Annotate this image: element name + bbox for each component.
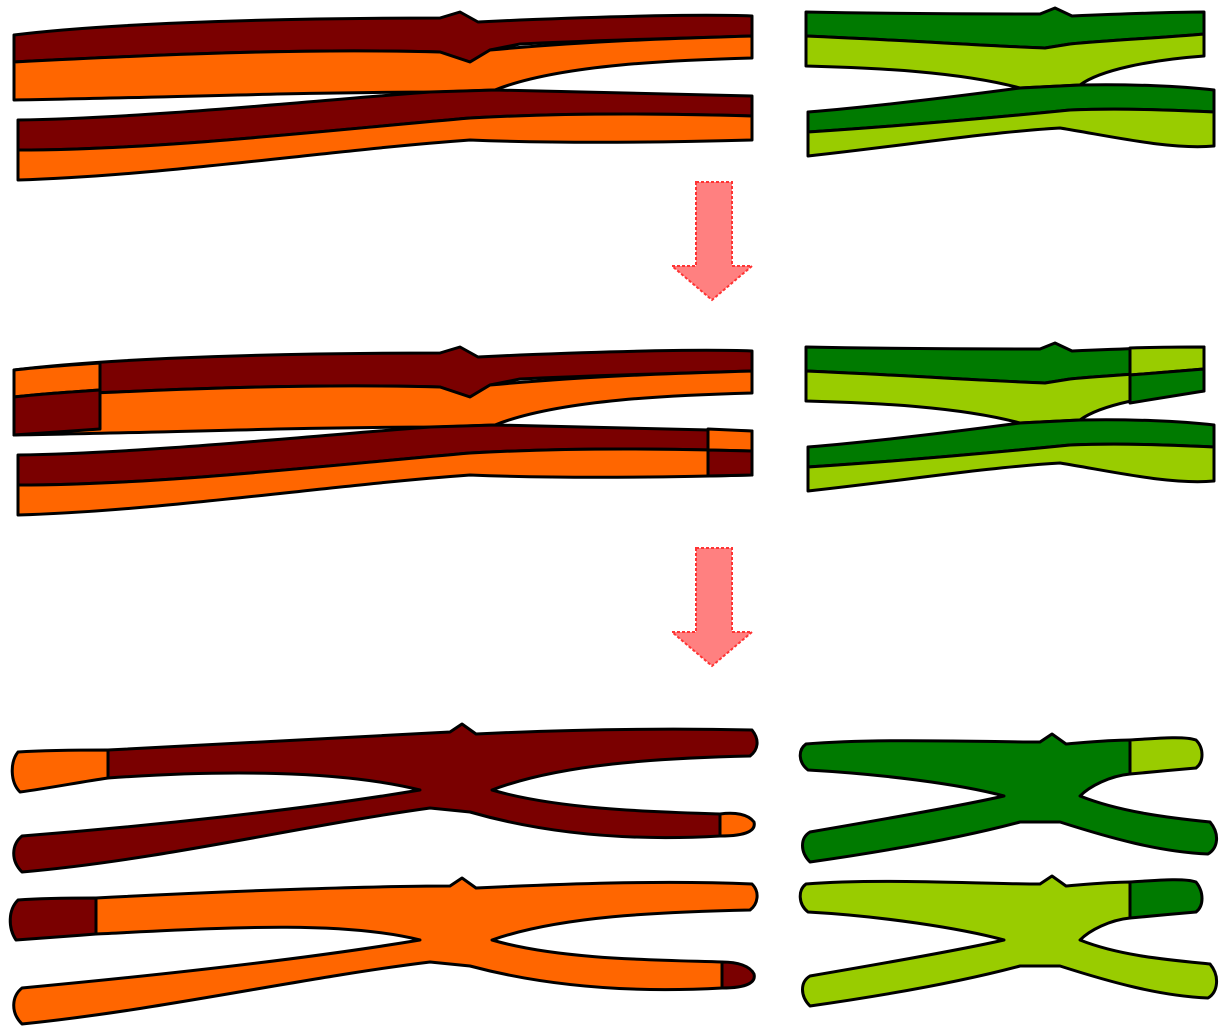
green-light-tip <box>1130 738 1202 774</box>
red-dark-tip-right <box>722 962 754 988</box>
green-chromosome-pair-stage1 <box>806 8 1214 156</box>
red-dark-swapped-segment-left <box>14 390 100 435</box>
red-light-swapped-segment-right <box>708 429 752 451</box>
down-arrow-icon <box>672 182 752 300</box>
arrow-2 <box>672 548 752 666</box>
green-dark-tip <box>1130 880 1202 918</box>
red-chromosome-pair-stage2 <box>14 347 752 515</box>
green-recombinant-chromosome-1 <box>800 734 1216 862</box>
red-dark-tip-left <box>10 898 96 940</box>
green-recombinant-chromosome-2 <box>800 876 1216 1006</box>
red-recombinant-chromosome-1 <box>12 724 757 872</box>
red-light-chromosome-body <box>14 878 757 1024</box>
arrow-1 <box>672 182 752 300</box>
red-light-tip-right <box>720 813 754 836</box>
stage-2 <box>14 343 1214 515</box>
stage-3 <box>10 724 1216 1024</box>
down-arrow-icon <box>672 548 752 666</box>
stage-1 <box>14 8 1214 180</box>
green-chromosome-pair-stage2 <box>806 343 1214 491</box>
red-light-tip-left <box>12 750 108 792</box>
red-chromosome-pair-stage1 <box>14 12 752 180</box>
red-dark-swapped-segment-right <box>708 450 752 476</box>
red-recombinant-chromosome-2 <box>10 878 757 1024</box>
green-dark-swapped-segment <box>1130 369 1204 403</box>
red-dark-chromosome-body <box>14 724 757 872</box>
